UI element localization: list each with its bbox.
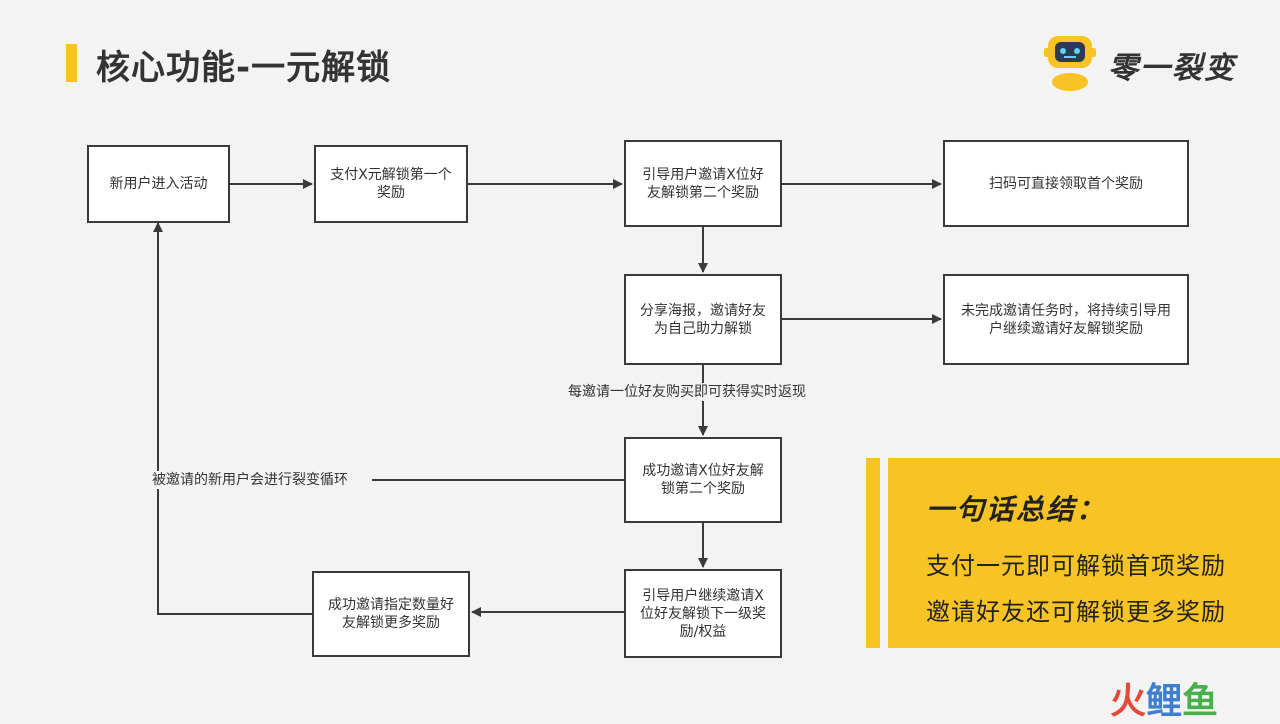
node-scan-reward: 扫码可直接领取首个奖励 bbox=[943, 140, 1189, 227]
page-title: 核心功能-一元解锁 bbox=[96, 48, 392, 88]
title-accent-bar bbox=[66, 44, 77, 82]
summary-line-1: 支付一元即可解锁首项奖励 bbox=[926, 552, 1226, 580]
node-share-poster: 分享海报，邀请好友为自己助力解锁 bbox=[624, 274, 782, 365]
node-new-user: 新用户进入活动 bbox=[87, 145, 230, 223]
watermark-char-1: 火 bbox=[1110, 681, 1147, 722]
summary-line-2: 邀请好友还可解锁更多奖励 bbox=[926, 598, 1226, 626]
node-success-count: 成功邀请指定数量好友解锁更多奖励 bbox=[312, 571, 470, 657]
summary-stripe bbox=[866, 458, 880, 648]
logo bbox=[1044, 36, 1096, 91]
node-incomplete: 未完成邀请任务时，将持续引导用户继续邀请好友解锁奖励 bbox=[943, 274, 1189, 365]
watermark-logo: 火鲤鱼 bbox=[1110, 672, 1218, 724]
node-pay-unlock: 支付X元解锁第一个奖励 bbox=[314, 145, 468, 223]
edge-loop-back bbox=[153, 222, 312, 615]
edge-label-cashback: 每邀请一位好友购买即可获得实时返现 bbox=[568, 383, 806, 401]
robot-icon bbox=[1044, 36, 1096, 91]
edge-label-loop: 被邀请的新用户会进行裂变循环 bbox=[152, 471, 348, 489]
summary-heading: 一句话总结： bbox=[926, 493, 1107, 526]
summary-box bbox=[888, 458, 1280, 648]
logo-text: 零一裂变 bbox=[1108, 51, 1236, 86]
node-success-invite: 成功邀请X位好友解锁第二个奖励 bbox=[624, 437, 782, 523]
node-continue-invite: 引导用户继续邀请X位好友解锁下一级奖励/权益 bbox=[624, 569, 782, 658]
watermark-char-3: 鱼 bbox=[1182, 681, 1219, 722]
node-guide-invite: 引导用户邀请X位好友解锁第二个奖励 bbox=[624, 140, 782, 227]
watermark-char-2: 鲤 bbox=[1146, 681, 1183, 722]
